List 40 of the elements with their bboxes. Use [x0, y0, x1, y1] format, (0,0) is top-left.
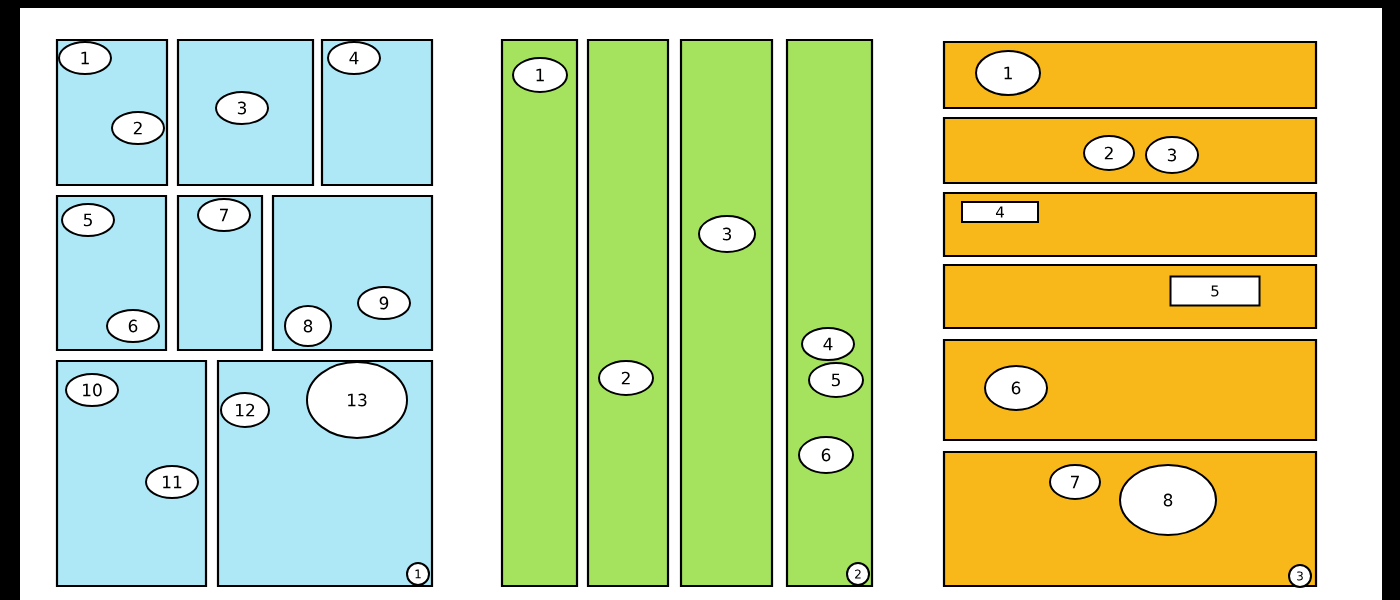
- speech-balloon: 2: [598, 360, 654, 396]
- speech-balloon: 7: [1049, 464, 1101, 500]
- comic-panel: [55, 359, 208, 588]
- speech-balloon: 6: [106, 309, 160, 343]
- speech-balloon: 4: [801, 327, 855, 361]
- comic-panel: [942, 338, 1318, 442]
- comic-panel: [785, 38, 874, 588]
- speech-balloon: 6: [984, 365, 1048, 411]
- speech-balloon: 3: [1145, 136, 1199, 174]
- comic-panel: [320, 38, 434, 187]
- speech-balloon: 13: [306, 361, 408, 439]
- speech-balloon: 4: [327, 41, 381, 75]
- speech-balloon: 8: [284, 305, 332, 347]
- speech-balloon: 10: [65, 373, 119, 407]
- speech-balloon: 3: [215, 91, 269, 125]
- speech-balloon: 7: [197, 198, 251, 232]
- page-number: 1: [406, 562, 430, 586]
- comic-panel: [176, 38, 315, 187]
- speech-balloon: 5: [61, 203, 115, 237]
- speech-balloon: 6: [798, 436, 854, 474]
- speech-balloon: 2: [1083, 135, 1135, 171]
- comic-panel: [586, 38, 670, 588]
- speech-balloon: 1: [975, 50, 1041, 96]
- speech-balloon: 12: [220, 392, 270, 428]
- speech-balloon: 3: [698, 215, 756, 253]
- speech-balloon: 9: [357, 286, 411, 320]
- speech-balloon: 8: [1119, 464, 1217, 536]
- speech-balloon: 1: [512, 57, 568, 93]
- speech-balloon: 11: [145, 465, 199, 499]
- speech-balloon: 2: [111, 111, 165, 145]
- caption-box: 4: [961, 201, 1039, 223]
- comic-panel: [942, 191, 1318, 258]
- speech-balloon: 1: [58, 41, 112, 75]
- comic-panel: [500, 38, 579, 588]
- page-number: 3: [1288, 564, 1312, 588]
- comic-panel: [942, 40, 1318, 110]
- page-number: 2: [846, 562, 870, 586]
- caption-box: 5: [1169, 275, 1261, 307]
- comic-panel: [679, 38, 774, 588]
- speech-balloon: 5: [808, 362, 864, 398]
